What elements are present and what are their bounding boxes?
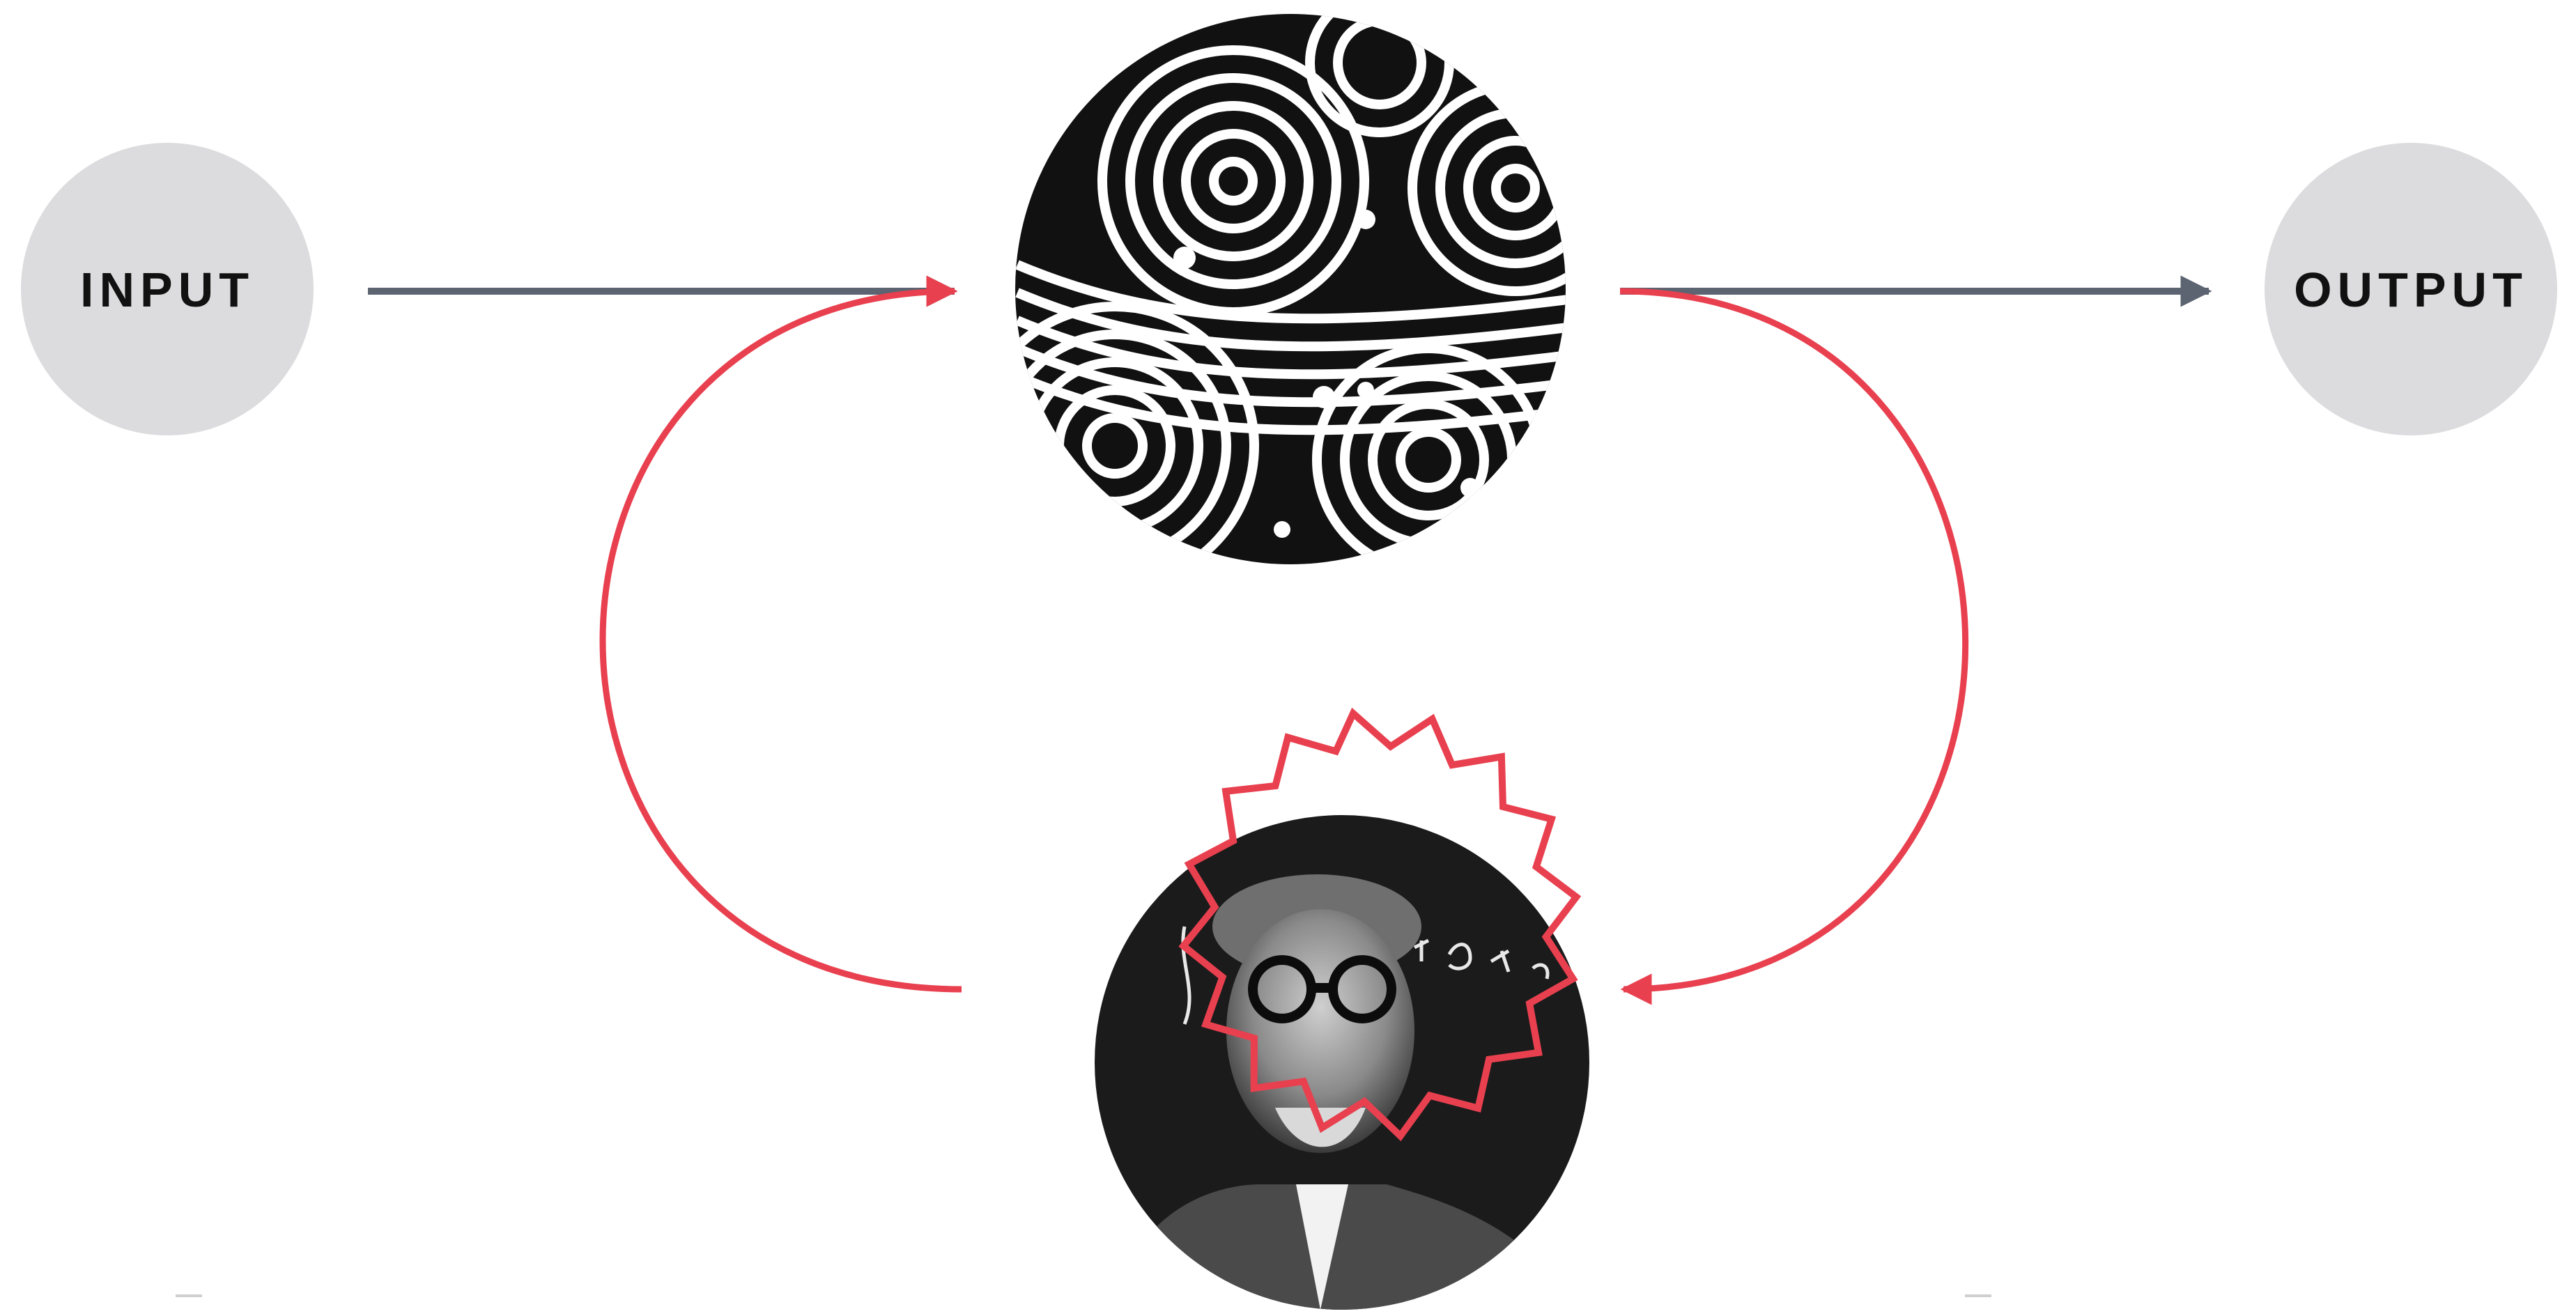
portrait-photo-icon bbox=[1095, 815, 1589, 1310]
input-node: INPUT bbox=[21, 143, 314, 435]
feedback-arc-right bbox=[1620, 291, 1966, 989]
process-node bbox=[975, 0, 1619, 585]
output-node: OUTPUT bbox=[2265, 143, 2557, 435]
input-node-label: INPUT bbox=[80, 263, 254, 317]
output-node-label: OUTPUT bbox=[2294, 263, 2528, 317]
feedback-node bbox=[1095, 713, 1589, 1310]
swirling-gears-pattern-icon bbox=[975, 0, 1619, 585]
feedback-arc-left bbox=[603, 291, 962, 989]
